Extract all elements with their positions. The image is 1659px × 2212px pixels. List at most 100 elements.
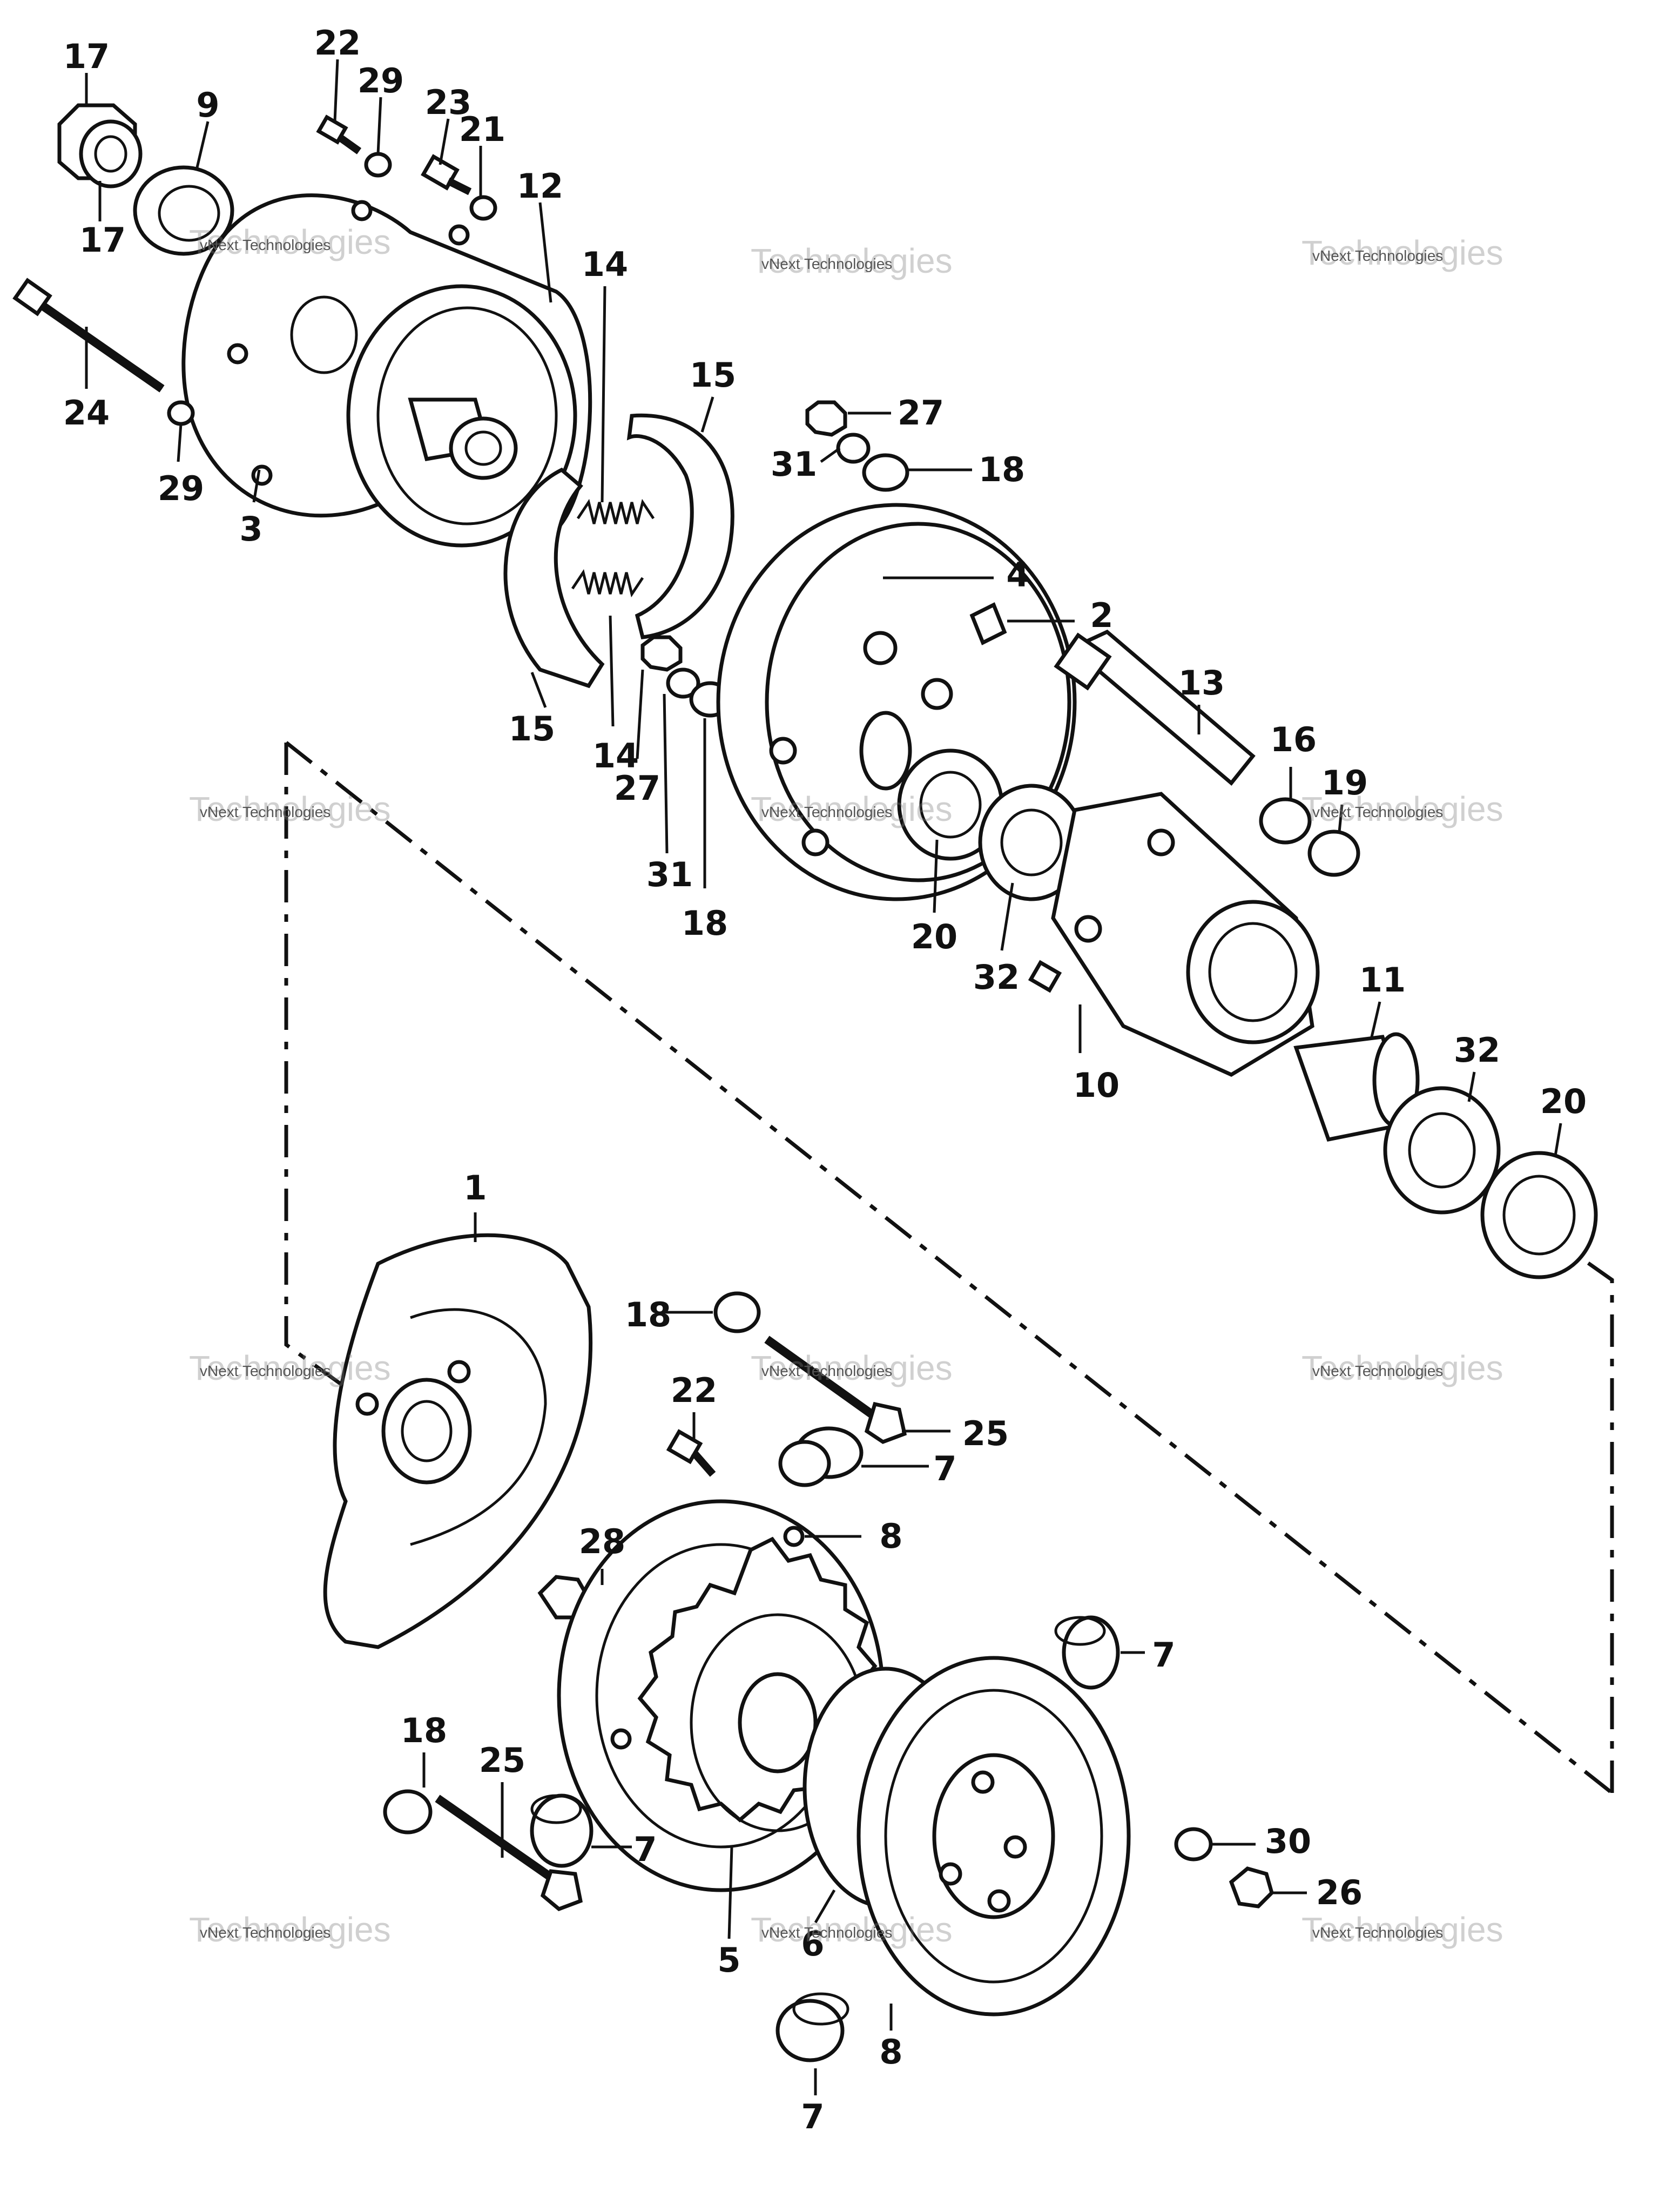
watermark-big: Technologies <box>189 1910 391 1949</box>
nut-27-upper <box>805 400 847 437</box>
drum-12 <box>346 284 577 548</box>
watermark: vNext Technologies Technologies <box>189 792 391 826</box>
callout-17-top: 17 <box>63 37 110 76</box>
callout-20-lower: 20 <box>1540 1082 1587 1121</box>
bolt-23 <box>421 154 472 195</box>
spring-14-top <box>576 498 655 524</box>
watermark-big: Technologies <box>189 222 391 261</box>
callout-22-top: 22 <box>314 23 361 63</box>
watermark: vNext Technologies Technologies <box>1301 235 1503 270</box>
watermark-big: Technologies <box>189 1348 391 1387</box>
spacer-11 <box>1293 1032 1420 1142</box>
watermark-big: Technologies <box>1301 233 1503 272</box>
bolt-22-top <box>316 114 362 154</box>
callout-8-lower: 8 <box>879 2032 903 2072</box>
assembly-dash-line <box>284 743 355 1395</box>
callout-16: 16 <box>1270 720 1317 759</box>
callout-10: 10 <box>1073 1065 1120 1105</box>
callout-12: 12 <box>516 166 564 206</box>
callout-21: 21 <box>458 110 506 149</box>
bolt-25-upper <box>764 1336 907 1444</box>
watermark-text: vNext Technologies <box>200 237 331 253</box>
callout-1: 1 <box>463 1168 487 1208</box>
watermark-text: vNext Technologies <box>1312 247 1444 264</box>
washer-29-bottom <box>167 400 195 426</box>
washer-18-mid <box>713 1291 761 1333</box>
callout-18-low: 18 <box>400 1711 448 1750</box>
watermark-text: vNext Technologies <box>200 804 331 820</box>
callout-4: 4 <box>1006 555 1030 595</box>
nut-26 <box>1229 1866 1274 1908</box>
watermark-text: vNext Technologies <box>761 255 893 272</box>
callout-17-bottom: 17 <box>79 220 126 260</box>
washer-18-upper <box>862 453 909 492</box>
watermark-big: Technologies <box>751 241 953 280</box>
collar-9 <box>133 165 234 256</box>
watermark-text: vNext Technologies <box>200 1363 331 1379</box>
callout-32-upper: 32 <box>973 957 1020 997</box>
watermark: vNext Technologies Technologies <box>751 1351 953 1385</box>
nut-17 <box>57 103 143 188</box>
callout-22-lower: 22 <box>670 1371 718 1410</box>
watermark-text: vNext Technologies <box>761 1363 893 1379</box>
watermark: vNext Technologies Technologies <box>751 1912 953 1947</box>
callout-15-top: 15 <box>689 355 737 395</box>
watermark-text: vNext Technologies <box>1312 1363 1444 1379</box>
nut-16 <box>1259 797 1312 845</box>
watermark-big: Technologies <box>1301 790 1503 828</box>
watermark: vNext Technologies Technologies <box>1301 792 1503 826</box>
callout-27-top: 27 <box>897 393 945 433</box>
washer-21 <box>469 195 497 221</box>
brake-shoe-15-right <box>626 413 734 639</box>
watermark-text: vNext Technologies <box>761 804 893 820</box>
washer-30 <box>1174 1827 1213 1862</box>
watermark-big: Technologies <box>751 790 953 828</box>
leader-lines <box>85 59 1562 2095</box>
callout-18-mid: 18 <box>624 1295 672 1334</box>
spring-14-bottom <box>571 569 644 598</box>
callout-5: 5 <box>717 1940 741 1980</box>
nut-27-lower <box>640 635 683 672</box>
watermark-big: Technologies <box>751 1348 953 1387</box>
callout-23: 23 <box>424 83 472 122</box>
watermark: vNext Technologies Technologies <box>1301 1351 1503 1385</box>
flange-8-front <box>857 1656 1131 2017</box>
bolt-10 <box>1028 960 1062 993</box>
rubber-damper-7-d <box>775 1992 849 2062</box>
callout-8-upper: 8 <box>879 1516 903 1556</box>
watermark: vNext Technologies Technologies <box>1301 1912 1503 1947</box>
watermark-text: vNext Technologies <box>761 1924 893 1941</box>
assembly-dash-line-long <box>285 741 1614 1795</box>
rubber-damper-7-b <box>1054 1615 1120 1690</box>
rubber-damper-7-a <box>778 1426 864 1487</box>
callout-25-lower: 25 <box>478 1741 526 1780</box>
callout-15-bottom: 15 <box>508 709 556 748</box>
watermark: vNext Technologies Technologies <box>751 244 953 278</box>
washer-18-low <box>383 1789 433 1835</box>
callout-7-a: 7 <box>933 1449 957 1488</box>
assembly-dash-line-right <box>1564 1246 1614 1793</box>
callout-18-top: 18 <box>978 450 1026 489</box>
watermark-text: vNext Technologies <box>200 1924 331 1941</box>
watermark: vNext Technologies Technologies <box>189 1912 391 1947</box>
watermark-text: vNext Technologies <box>1312 804 1444 820</box>
washer-19 <box>1307 830 1360 877</box>
brake-shoe-15-left <box>503 467 605 689</box>
callout-6: 6 <box>801 1924 825 1964</box>
bolt-25-lower <box>435 1795 583 1911</box>
callout-28: 28 <box>578 1522 626 1561</box>
housing-10 <box>1051 792 1320 1077</box>
watermark: vNext Technologies Technologies <box>189 225 391 259</box>
callout-31-bottom: 31 <box>646 855 693 894</box>
washer-31-lower <box>666 667 700 699</box>
bearing-32-lower <box>1383 1086 1501 1215</box>
watermark: vNext Technologies Technologies <box>189 1351 391 1385</box>
callout-31-top: 31 <box>770 444 818 484</box>
callout-19: 19 <box>1321 763 1368 802</box>
watermark-big: Technologies <box>189 790 391 828</box>
callout-24: 24 <box>63 393 110 433</box>
callout-2: 2 <box>1090 596 1114 635</box>
callout-30: 30 <box>1264 1822 1312 1861</box>
